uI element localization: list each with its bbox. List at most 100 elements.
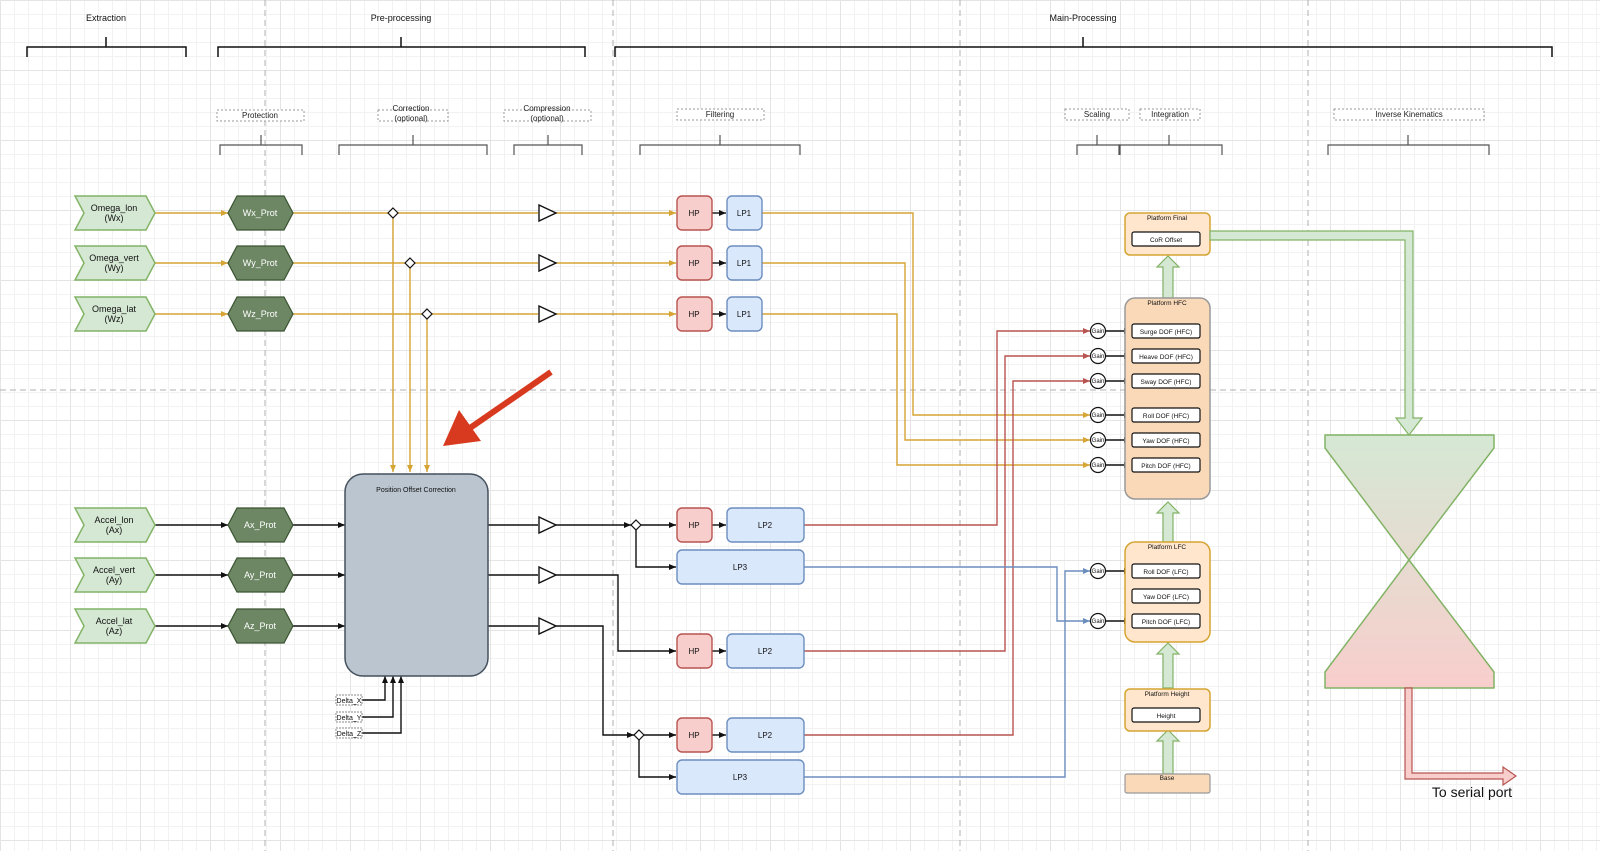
protection-wy: Wy_Prot <box>243 258 278 268</box>
gain-label: Gain <box>1092 619 1105 625</box>
omega-signal-lines <box>155 210 1090 472</box>
delta-y-label: Delta_Y <box>337 715 362 722</box>
phase-mainprocessing: Main-Processing <box>1049 13 1116 23</box>
protection-ax: Ax_Prot <box>244 520 277 530</box>
input-omega-lon: Omega_lon <box>91 203 138 213</box>
roll-dof-lfc: Roll DOF (LFC) <box>1143 569 1188 576</box>
input-accel-lon: Accel_lon <box>94 515 133 525</box>
lp3-output-lines <box>804 566 1090 778</box>
input-omega-vert-sub: (Wy) <box>105 263 124 273</box>
input-omega-lat: Omega_lat <box>92 304 137 314</box>
phase-braces <box>26 37 1553 57</box>
lp2-label: LP2 <box>758 521 773 530</box>
input-omega-lon-sub: (Wx) <box>105 213 124 223</box>
input-omega-lat-sub: (Wz) <box>105 314 124 324</box>
input-omega-vert: Omega_vert <box>89 253 139 263</box>
gain-label: Gain <box>1092 463 1105 469</box>
stage-correction-line2: (optional) <box>394 114 428 123</box>
yaw-dof-lfc: Yaw DOF (LFC) <box>1143 594 1189 601</box>
final-to-kinematics-arrow <box>1209 230 1424 436</box>
input-accel-lat-sub: (Az) <box>106 626 123 636</box>
position-offset-correction-title: Position Offset Correction <box>376 487 456 494</box>
stage-braces <box>219 135 1490 155</box>
lp2-label: LP2 <box>758 731 773 740</box>
delta-x-label: Delta_X <box>337 698 362 705</box>
gain-label: Gain <box>1092 569 1105 575</box>
lp3-label: LP3 <box>733 773 748 782</box>
input-signal <box>73 195 156 644</box>
hp-label: HP <box>688 731 699 740</box>
stage-correction-line1: Correction <box>393 104 430 113</box>
serial-output-arrow <box>1404 687 1518 787</box>
surge-dof-hfc: Surge DOF (HFC) <box>1140 329 1192 336</box>
position-offset-correction-block <box>344 473 489 677</box>
lp2-output-lines <box>804 328 1090 736</box>
protection-wz: Wz_Prot <box>243 309 278 319</box>
platform-hfc-block <box>1124 297 1211 500</box>
lp1-label: LP1 <box>737 259 752 268</box>
gain-block <box>1089 322 1107 630</box>
platform-hfc-title: Platform HFC <box>1147 300 1187 307</box>
highlight-arrow <box>443 369 553 446</box>
platform-final-title: Platform Final <box>1147 215 1188 222</box>
low-pass-filter <box>676 195 805 795</box>
dof-block <box>1131 563 1201 629</box>
stage-scaling: Scaling <box>1084 110 1110 119</box>
input-accel-lat: Accel_lat <box>96 616 133 626</box>
protection-wx: Wx_Prot <box>243 208 278 218</box>
heave-dof-hfc: Heave DOF (HFC) <box>1139 354 1193 361</box>
protection-block <box>227 195 294 644</box>
yaw-dof-hfc: Yaw DOF (HFC) <box>1142 438 1189 445</box>
gain-label: Gain <box>1092 329 1105 335</box>
pitch-dof-hfc: Pitch DOF (HFC) <box>1141 463 1190 470</box>
high-pass-filter <box>676 195 713 753</box>
base-block <box>1124 773 1211 794</box>
stage-label-boxes <box>216 108 1485 122</box>
gain-label: Gain <box>1092 354 1105 360</box>
lp2-label: LP2 <box>758 647 773 656</box>
protection-ay: Ay_Prot <box>244 570 276 580</box>
height-label: Height <box>1157 713 1176 720</box>
base-label: Base <box>1160 775 1175 782</box>
hp-label: HP <box>688 259 699 268</box>
gain-label: Gain <box>1092 379 1105 385</box>
branch-diamond <box>387 207 645 741</box>
phase-extraction: Extraction <box>86 13 126 23</box>
stage-integration: Integration <box>1151 110 1189 119</box>
hp-label: HP <box>688 647 699 656</box>
accel-signal-lines <box>155 210 1131 780</box>
input-accel-lon-sub: (Ax) <box>106 525 123 535</box>
input-accel-vert: Accel_vert <box>93 565 136 575</box>
hp-label: HP <box>688 209 699 218</box>
stewart-platform-hourglass <box>1324 434 1495 689</box>
compression-block <box>538 203 558 636</box>
integration-flow-arrow <box>1155 255 1181 775</box>
protection-az: Az_Prot <box>244 621 277 631</box>
platform-height-title: Platform Height <box>1145 691 1190 698</box>
serial-port-label: To serial port <box>1432 784 1512 800</box>
lp3-label: LP3 <box>733 563 748 572</box>
cor-offset-label: CoR Offset <box>1150 237 1182 244</box>
stage-compression-line1: Compression <box>523 104 570 113</box>
lp1-label: LP1 <box>737 209 752 218</box>
gain-label: Gain <box>1092 438 1105 444</box>
stage-filtering: Filtering <box>706 110 734 119</box>
sway-dof-hfc: Sway DOF (HFC) <box>1141 379 1192 386</box>
delta-input-labels <box>335 694 363 739</box>
roll-dof-hfc: Roll DOF (HFC) <box>1143 413 1189 420</box>
gain-label: Gain <box>1092 413 1105 419</box>
pitch-dof-lfc: Pitch DOF (LFC) <box>1142 619 1190 626</box>
hp-label: HP <box>688 310 699 319</box>
input-accel-vert-sub: (Ay) <box>106 575 122 585</box>
hp-label: HP <box>688 521 699 530</box>
dof-block <box>1131 323 1201 473</box>
stage-compression-line2: (optional) <box>530 114 564 123</box>
height-block <box>1131 707 1201 723</box>
lp1-label: LP1 <box>737 310 752 319</box>
platform-lfc-title: Platform LFC <box>1148 544 1187 551</box>
cor-offset-block <box>1131 231 1201 247</box>
stage-inverse-kinematics: Inverse Kinematics <box>1375 110 1443 119</box>
stage-protection: Protection <box>242 111 278 120</box>
